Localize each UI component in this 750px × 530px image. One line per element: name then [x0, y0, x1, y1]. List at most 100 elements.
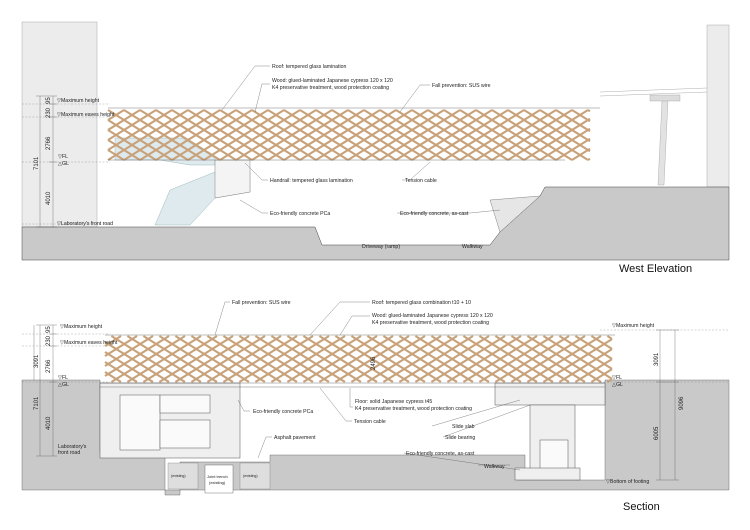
- dim-sec-r3091: 3091: [654, 352, 660, 366]
- right-building: [706, 24, 730, 188]
- sec-label-trench-2: (existing): [209, 480, 226, 485]
- label-lab-road: ▽Laboratory's front road: [57, 221, 113, 227]
- timber-member: [104, 335, 170, 377]
- dim-7101: 7101: [34, 156, 40, 170]
- timber-member: [123, 109, 205, 161]
- timber-member: [299, 109, 381, 161]
- timber-member: [104, 341, 170, 383]
- timber-member: [542, 338, 613, 383]
- sec-label-max-height-left: ▽Maximum height: [60, 324, 103, 330]
- label-max-eaves: ▽Maximum eaves height: [57, 112, 115, 118]
- concrete-structure: [99, 382, 606, 481]
- timber-member: [539, 127, 591, 161]
- existing-col-right: [239, 462, 271, 490]
- sec-label-slide-slab: Slide slab: [452, 424, 475, 430]
- section: 95 230 2766 3091 4010 7101 ▽Maximum heig…: [21, 300, 730, 513]
- timber-member: [475, 109, 557, 161]
- timber-member: [555, 109, 591, 133]
- timber-member: [331, 109, 413, 161]
- label-wood-1: Wood: glued-laminated Japanese cypress 1…: [272, 78, 393, 84]
- title-west-elevation: West Elevation: [619, 263, 692, 275]
- dim-sec-230: 230: [46, 335, 52, 346]
- sec-label-col-right: (existing): [243, 474, 258, 478]
- sec-label-bottom-footing: ▽Bottom of footing: [606, 479, 649, 485]
- timber-member: [491, 109, 573, 161]
- timber-member: [395, 109, 477, 161]
- label-fl: ▽FL: [58, 154, 68, 160]
- timber-member: [139, 109, 221, 161]
- section-leaders: [214, 301, 531, 471]
- label-max-height: ▽Maximum height: [57, 98, 100, 104]
- timber-member: [363, 109, 445, 161]
- leaders: [221, 65, 501, 246]
- timber-member: [507, 109, 589, 161]
- timber-member: [107, 109, 189, 161]
- title-section: Section: [623, 501, 660, 513]
- label-roof: Roof: tempered glass lamination: [272, 64, 347, 70]
- dim-sec-3091: 3091: [34, 354, 40, 368]
- sec-label-lab-road-2: front road: [58, 450, 80, 456]
- label-fall-prevention: Fall prevention: SUS wire: [432, 83, 491, 89]
- sec-label-lab-road-1: Laboratory's: [58, 444, 87, 450]
- timber-member: [267, 109, 349, 161]
- sec-label-floor-1: Floor: solid Japanese cypress t45: [355, 399, 432, 405]
- sec-label-walkway: Walkway: [484, 464, 505, 470]
- sec-label-max-height-right: ▽Maximum height: [612, 323, 655, 329]
- existing-col-left: [167, 462, 199, 490]
- sec-label-asphalt: Asphalt pavement: [274, 435, 316, 441]
- pca-ramp: [214, 159, 251, 199]
- timber-member: [171, 109, 253, 161]
- sec-label-tension-cable: Tension cable: [354, 419, 386, 425]
- right-canopy: [599, 87, 708, 186]
- dimension-chain-right: [656, 329, 679, 481]
- timber-member: [574, 358, 613, 383]
- timber-member: [104, 335, 154, 367]
- label-as-cast: Eco-friendly concrete, as-cast: [400, 211, 469, 217]
- timber-member: [155, 109, 237, 161]
- sec-label-fl-left: ▽FL: [58, 375, 68, 381]
- timber-member: [219, 109, 301, 161]
- dim-2766: 2766: [46, 136, 52, 150]
- timber-member: [104, 351, 154, 383]
- timber-member: [587, 157, 591, 161]
- timber-member: [459, 109, 541, 161]
- timber-lattice: [107, 109, 591, 161]
- timber-member: [427, 109, 509, 161]
- timber-member: [574, 335, 613, 360]
- timber-member: [590, 368, 613, 383]
- timber-lattice-section: [104, 335, 613, 383]
- left-building: [21, 21, 98, 228]
- timber-member: [411, 109, 493, 161]
- timber-member: [587, 109, 591, 113]
- dim-sec-2766: 2766: [46, 359, 52, 373]
- label-gl: △GL: [58, 161, 69, 167]
- dim-4010: 4010: [46, 191, 52, 205]
- timber-member: [283, 109, 365, 161]
- sec-label-as-cast: Eco-friendly concrete, as-cast: [406, 451, 475, 457]
- timber-member: [542, 335, 613, 380]
- sec-label-fall-prevention: Fall prevention: SUS wire: [232, 300, 291, 306]
- level-lines: [22, 103, 110, 225]
- label-tension-cable: Tension cable: [405, 178, 437, 184]
- sec-label-max-eaves: ▽Maximum eaves height: [60, 340, 118, 346]
- timber-member: [379, 109, 461, 161]
- timber-member: [315, 109, 397, 161]
- sec-label-wood-1: Wood: glued-laminated Japanese cypress 1…: [372, 313, 493, 319]
- west-elevation: 95 230 2766 4010 7101 ▽Maximum height ▽M…: [21, 21, 730, 275]
- joint-trench: [204, 464, 234, 494]
- sec-label-gl-left: △GL: [58, 382, 69, 388]
- sec-label-trench-1: Joint trench: [207, 474, 228, 479]
- dim-230: 230: [46, 107, 52, 118]
- sec-label-floor-2: K4 preservative treatment, wood protecti…: [355, 406, 472, 412]
- timber-member: [235, 109, 317, 161]
- timber-member: [187, 109, 269, 161]
- timber-member: [251, 109, 333, 161]
- dim-sec-r6005: 6005: [654, 426, 660, 440]
- timber-member: [571, 109, 591, 123]
- sec-label-fl-right: ▽FL: [612, 375, 622, 381]
- timber-member: [203, 109, 285, 161]
- timber-member: [571, 147, 591, 161]
- sec-label-col-left: (existing): [171, 474, 186, 478]
- label-wood-2: K4 preservative treatment, wood protecti…: [272, 85, 389, 91]
